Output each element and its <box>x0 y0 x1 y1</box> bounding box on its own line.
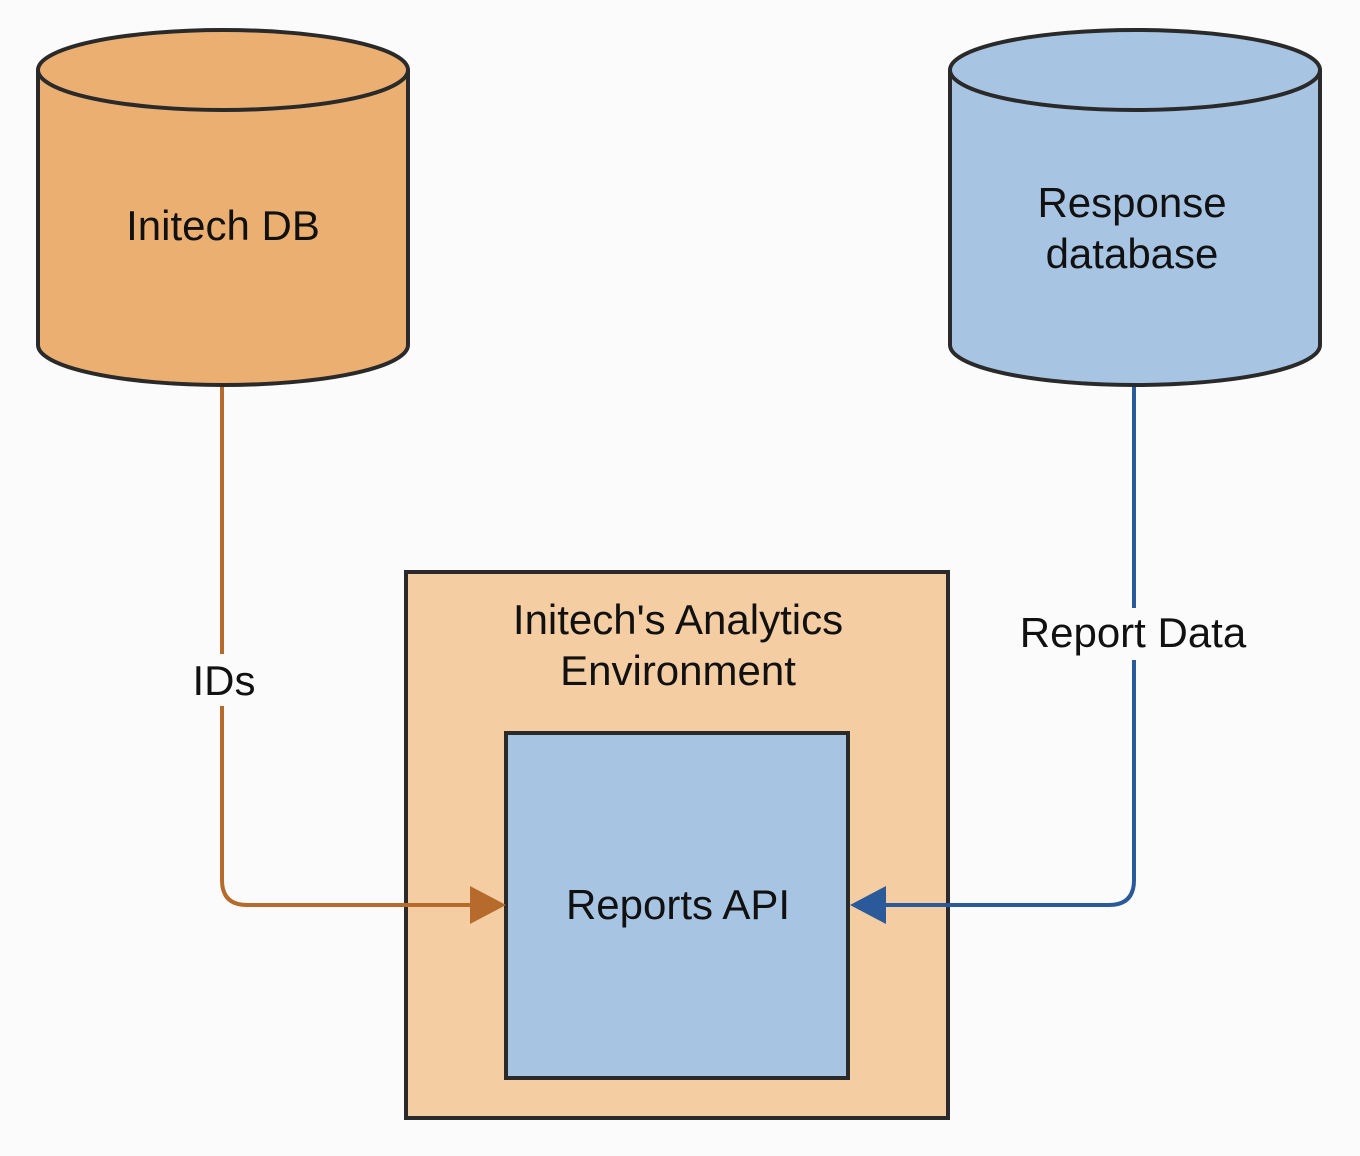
initech-db-label: Initech DB <box>126 202 320 249</box>
edge-ids: IDs <box>188 385 506 924</box>
edge-report-data-label: Report Data <box>1020 609 1247 656</box>
edge-ids-label: IDs <box>193 657 256 704</box>
edge-report-data-arrowhead <box>850 886 886 924</box>
analytics-environment-label-line1: Initech's Analytics <box>513 596 843 643</box>
reports-api-node: Reports API <box>504 731 850 1080</box>
initech-db-node: Initech DB <box>36 28 410 387</box>
edge-ids-arrowhead <box>470 886 506 924</box>
response-db-node: Response database <box>948 28 1322 387</box>
analytics-environment-label-line2: Environment <box>560 647 796 694</box>
reports-api-label: Reports API <box>566 881 790 928</box>
response-db-label-line1: Response <box>1037 179 1226 226</box>
edge-report-data: Report Data <box>850 385 1256 924</box>
response-db-label-line2: database <box>1046 230 1219 277</box>
